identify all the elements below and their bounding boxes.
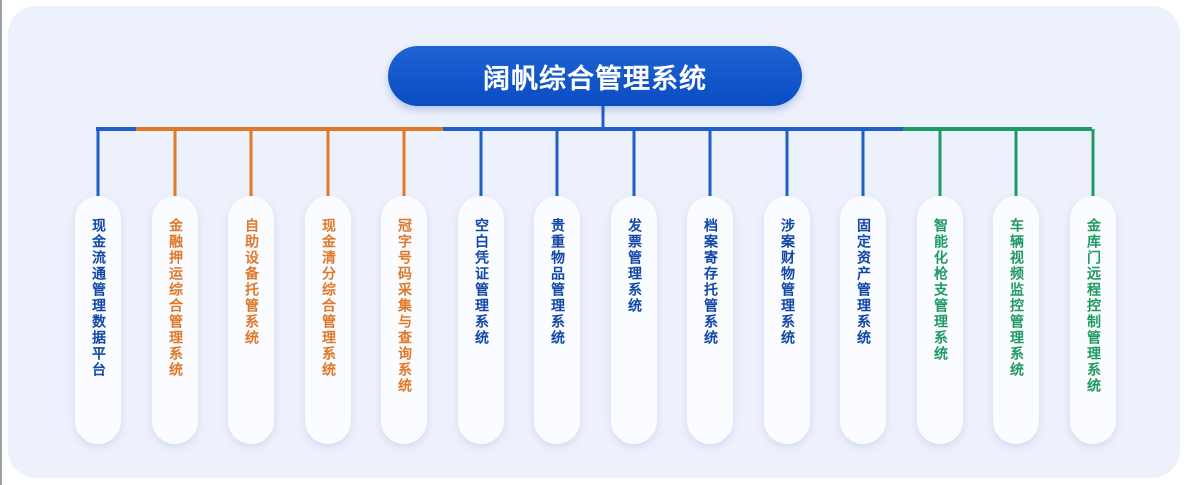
subsystem-node: 涉案财物管理系统 [764,196,810,444]
subsystem-node: 冠字号码采集与查询系统 [381,196,427,444]
subsystem-label: 车辆视频监控管理系统 [1008,218,1024,378]
system-title-text: 阔帆综合管理系统 [483,63,707,95]
subsystem-node: 空白凭证管理系统 [458,196,504,444]
subsystem-label: 现金流通管理数据平台 [90,218,106,378]
subsystem-label: 智能化枪支管理系统 [932,218,948,362]
left-border-line [0,0,2,485]
subsystem-label: 固定资产管理系统 [855,218,871,346]
subsystem-label: 涉案财物管理系统 [779,218,795,346]
subsystem-node: 固定资产管理系统 [840,196,886,444]
subsystem-label: 冠字号码采集与查询系统 [396,218,412,394]
subsystem-label: 金融押运综合管理系统 [167,218,183,378]
subsystem-label: 贵重物品管理系统 [549,218,565,346]
subsystem-node: 现金清分综合管理系统 [305,196,351,444]
subsystem-node: 自助设备托管系统 [228,196,274,444]
subsystem-node: 贵重物品管理系统 [534,196,580,444]
subsystem-node: 发票管理系统 [611,196,657,444]
subsystem-node: 档案寄存托管系统 [687,196,733,444]
subsystem-node: 现金流通管理数据平台 [75,196,121,444]
subsystem-label: 现金清分综合管理系统 [320,218,336,378]
subsystem-node: 金库门远程控制管理系统 [1070,196,1116,444]
subsystem-node: 金融押运综合管理系统 [152,196,198,444]
subsystem-label: 自助设备托管系统 [243,218,259,346]
subsystem-label: 发票管理系统 [626,218,642,314]
subsystem-node: 车辆视频监控管理系统 [993,196,1039,444]
subsystem-label: 金库门远程控制管理系统 [1085,218,1101,394]
subsystem-node: 智能化枪支管理系统 [917,196,963,444]
system-title: 阔帆综合管理系统 [388,46,802,106]
subsystem-label: 空白凭证管理系统 [473,218,489,346]
subsystem-label: 档案寄存托管系统 [702,218,718,346]
